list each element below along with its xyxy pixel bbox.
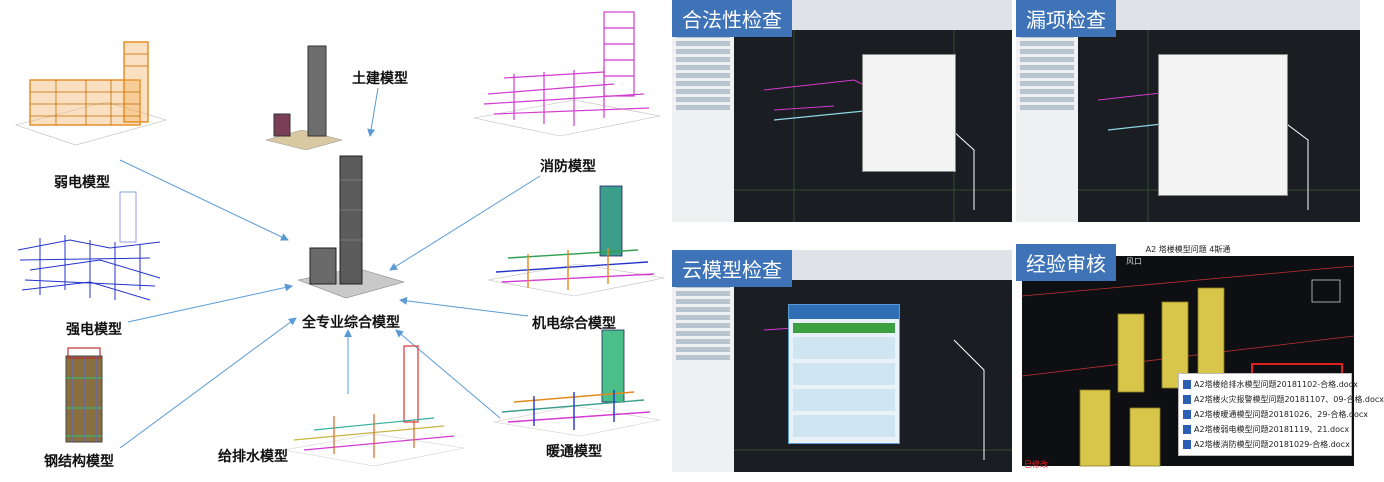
document-item[interactable]: A2塔楼火灾报警模型问题20181107、09-合格.docx [1179,392,1384,407]
plumbing-model-image [283,345,465,467]
sidebar [672,30,734,222]
check-dialog[interactable] [1158,54,1288,196]
panel-title: 漏项检查 [1016,0,1116,37]
civil-model-image [264,45,344,151]
review-drawing [1021,265,1355,467]
strong-electric-model-image [17,191,161,301]
document-item[interactable]: A2塔楼消防模型问题20181029-合格.docx [1179,437,1351,452]
cloud-dialog[interactable] [788,304,900,444]
arrow-steel [119,317,297,449]
arrow-mep [399,296,529,317]
model-diagram: 弱电模型 强电模型 钢结构模型 土建模型 全专业综合模型 [0,0,668,482]
mep-model-image [487,185,665,297]
document-list: A2塔楼给排水模型问题20181102-合格.docx A2塔楼火灾报警模型问题… [1178,373,1384,456]
document-item[interactable]: A2塔楼弱电模型问题20181119、21.docx [1179,422,1351,437]
mep-label: 机电综合模型 [532,316,616,332]
legality-check-panel: 合法性检查 [672,0,1012,222]
word-document-icon [1183,395,1191,404]
review-overlay-label: 风口 [1126,257,1142,266]
fire-model-image [473,11,661,137]
word-document-icon [1183,425,1191,434]
steel-model-image [65,347,103,443]
document-item[interactable]: A2塔楼暖通模型问题20181026、29-合格.docx [1179,407,1368,422]
cad-canvas [734,280,1012,472]
panel-title: 合法性检查 [672,0,792,37]
experience-review-panel: A2 塔楼模型问题 4斯通 风口 A2塔楼给排水模型问题20181102-合格.… [1016,244,1384,472]
cad-canvas [1078,30,1360,222]
hvac-label: 暖通模型 [546,444,602,460]
sidebar [672,280,734,472]
panel-title: 云模型检查 [672,250,792,287]
word-document-icon [1183,380,1191,389]
civil-label: 土建模型 [352,71,408,87]
weak-electric-label: 弱电模型 [54,175,110,191]
fire-label: 消防模型 [540,159,596,175]
sidebar [1016,30,1078,222]
cloud-check-panel: 云模型检查 [672,250,1012,472]
cad-canvas [734,30,1012,222]
arrow-fire [389,175,541,271]
arrow-strong [127,283,293,323]
steel-label: 钢结构模型 [44,454,114,470]
combined-model-image [296,155,406,299]
hvac-model-image [493,329,661,437]
document-item[interactable]: A2塔楼给排水模型问题20181102-合格.docx [1179,377,1358,392]
omission-check-panel: 漏项检查 [1016,0,1360,222]
modified-status: 已修改 [1024,460,1048,469]
combined-model-label: 全专业综合模型 [302,315,400,331]
arrow-weak [119,159,289,241]
arrow-civil [367,87,379,137]
check-dialog[interactable] [862,54,956,172]
weak-electric-model-image [14,41,168,146]
panel-title: 经验审核 [1016,244,1116,281]
word-document-icon [1183,440,1191,449]
arrow-hvac [395,329,501,419]
arrows-layer [119,87,541,449]
word-document-icon [1183,410,1191,419]
strong-electric-label: 强电模型 [66,322,122,338]
plumbing-label: 给排水模型 [218,449,288,465]
